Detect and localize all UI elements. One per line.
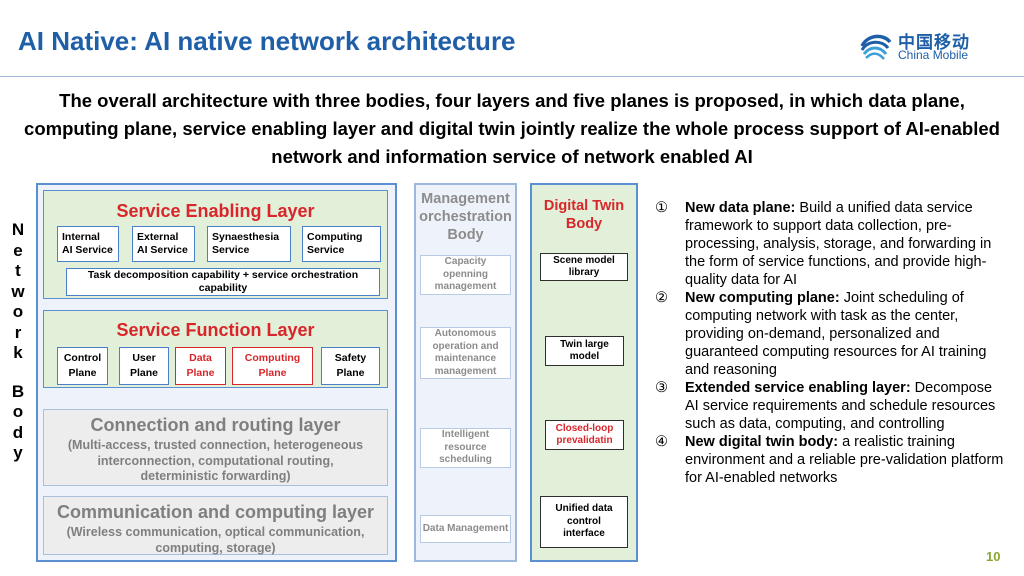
letter: w (11, 281, 25, 301)
box-line: User (132, 352, 156, 364)
letter: y (13, 443, 23, 462)
task-decomposition-box: Task decomposition capability + service … (66, 268, 380, 296)
letter: t (15, 261, 21, 280)
autonomous-om-box: Autonomous operation and maintenance man… (420, 327, 511, 379)
service-enabling-title: Service Enabling Layer (116, 201, 315, 221)
item-body: Decompose AI service requirements and sc… (685, 380, 996, 432)
item-number: ② (655, 290, 668, 306)
box-line: Control (63, 352, 102, 364)
logo-english-text: China Mobile (898, 48, 969, 62)
china-mobile-logo: 中国移动 China Mobile (858, 26, 1008, 68)
communication-layer-subtitle: (Wireless communication, optical communi… (66, 525, 365, 555)
network-body-label: N e t w o r k B o d y (8, 220, 28, 464)
digital-twin-title: Digital Twin Body (543, 198, 625, 232)
list-item: ④ New digital twin body: a realistic tra… (655, 433, 1005, 487)
item-text: Extended service enabling layer: Decompo… (685, 379, 1005, 433)
item-heading: New data plane: (685, 200, 796, 216)
item-heading: New digital twin body: (685, 434, 839, 450)
letter: r (14, 322, 22, 342)
box-line: Safety (334, 352, 367, 364)
letter: o (12, 402, 24, 421)
logo-swirl-icon (860, 34, 892, 60)
box-line: Synaesthesia (212, 231, 280, 243)
intro-text: The overall architecture with three bodi… (24, 90, 1000, 167)
unified-data-control-box: Unified data control interface (540, 496, 628, 548)
item-text: New computing plane: Joint scheduling of… (685, 289, 1005, 379)
list-item: ② New computing plane: Joint scheduling … (655, 289, 1005, 379)
box-line: External (137, 231, 179, 243)
connection-layer-title: Connection and routing layer (90, 415, 341, 435)
box-line: Service (212, 244, 250, 256)
item-number: ① (655, 200, 668, 216)
scene-model-library-box: Scene model library (540, 253, 628, 281)
page-number: 10 (986, 549, 1001, 564)
management-orchestration-body: Management orchestration Body Capacity o… (414, 183, 517, 562)
connection-routing-layer: Connection and routing layer (Multi-acce… (43, 409, 388, 486)
letter-gap (8, 364, 28, 382)
resource-scheduling-box: Intelligent resource scheduling (420, 428, 511, 468)
item-body: Joint scheduling of computing network wi… (685, 290, 987, 378)
service-function-title: Service Function Layer (116, 320, 315, 340)
item-body: a realistic training environment and a r… (685, 434, 1004, 486)
box-line: AI Service (62, 244, 113, 256)
management-title: Management orchestration Body (419, 191, 512, 243)
box-line: Data (189, 352, 212, 364)
box-line: AI Service (137, 244, 188, 256)
header-divider (0, 76, 1024, 77)
item-heading: New computing plane: (685, 290, 840, 306)
box-line: Internal (62, 231, 100, 243)
list-item: ③ Extended service enabling layer: Decom… (655, 379, 1005, 433)
page-title: AI Native: AI native network architectur… (18, 26, 516, 56)
communication-layer-title: Communication and computing layer (56, 502, 375, 522)
item-heading: Extended service enabling layer: (685, 380, 911, 396)
box-line: Plane (129, 367, 158, 379)
logo-chinese-text: 中国移动 (898, 33, 970, 52)
letter: k (13, 343, 23, 362)
digital-twin-body: Digital Twin Body Scene model library Tw… (530, 183, 638, 562)
feature-list: ① New data plane: Build a unified data s… (655, 199, 1005, 487)
item-number: ③ (655, 380, 668, 396)
box-line: Plane (68, 367, 97, 379)
item-text: New digital twin body: a realistic train… (685, 433, 1005, 487)
box-line: Plane (258, 367, 287, 379)
data-management-box: Data Management (420, 515, 511, 543)
box-line: Plane (186, 367, 215, 379)
box-line: Computing (307, 231, 363, 243)
item-text: New data plane: Build a unified data ser… (685, 199, 1005, 289)
letter: e (13, 240, 23, 260)
letter: B (11, 381, 25, 401)
item-body: Build a unified data service framework t… (685, 200, 992, 288)
connection-layer-subtitle: (Multi-access, trusted connection, heter… (67, 438, 364, 483)
box-line: Service (307, 244, 345, 256)
closed-loop-prevalidation-box: Closed-loop prevalidatin (545, 420, 624, 450)
list-item: ① New data plane: Build a unified data s… (655, 199, 1005, 289)
letter: N (11, 220, 25, 239)
letter: o (12, 302, 24, 321)
box-line: Plane (336, 367, 365, 379)
box-line: Computing (244, 352, 301, 364)
letter: d (12, 422, 24, 442)
capacity-management-box: Capacity openning management (420, 255, 511, 295)
twin-large-model-box: Twin large model (545, 336, 624, 366)
communication-computing-layer: Communication and computing layer (Wirel… (43, 496, 388, 555)
item-number: ④ (655, 434, 668, 450)
